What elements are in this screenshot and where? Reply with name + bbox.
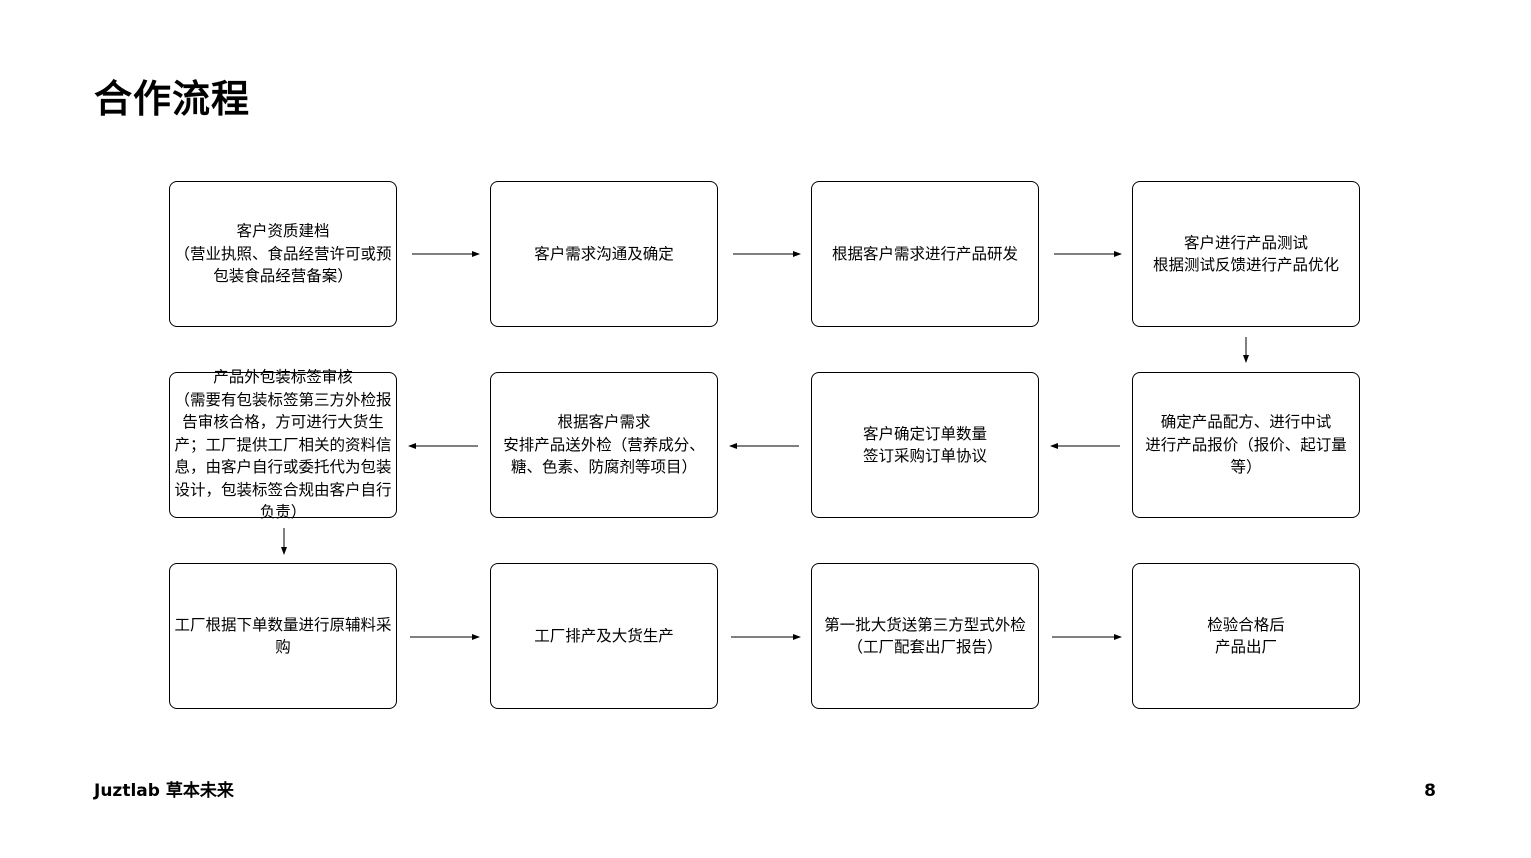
step-6-text: 客户确定订单数量 签订采购订单协议 [862,424,987,466]
step-10-text: 工厂排产及大货生产 [534,626,674,645]
step-7-text: 根据客户需求 安排产品送外检（营养成分、糖、色素、防腐剂等项目） [503,413,705,477]
step-5-text: 确定产品配方、进行中试 进行产品报价（报价、起订量等） [1145,413,1347,477]
step-4-product-testing: 客户进行产品测试 根据测试反馈进行产品优化 [1132,181,1360,327]
step-5-formula-quotation: 确定产品配方、进行中试 进行产品报价（报价、起订量等） [1132,372,1360,518]
step-8-text: 产品外包装标签审核 （需要有包装标签第三方外检报告审核合格，方可进行大货生产；工… [174,368,392,522]
page-number: 8 [1424,781,1436,801]
step-2-text: 客户需求沟通及确定 [534,244,674,263]
page-title: 合作流程 [94,77,251,121]
step-3-product-development: 根据客户需求进行产品研发 [811,181,1039,327]
step-11-text: 第一批大货送第三方型式外检 （工厂配套出厂报告） [824,615,1026,657]
step-2-requirement-communication: 客户需求沟通及确定 [490,181,718,327]
step-10-mass-production: 工厂排产及大货生产 [490,563,718,709]
footer-brand-logo: Juztlab 草本未来 [94,781,234,801]
step-11-third-party-inspection: 第一批大货送第三方型式外检 （工厂配套出厂报告） [811,563,1039,709]
step-12-product-release: 检验合格后 产品出厂 [1132,563,1360,709]
step-9-text: 工厂根据下单数量进行原辅料采购 [174,615,392,657]
step-1-text: 客户资质建档 （营业执照、食品经营许可或预包装食品经营备案） [174,222,392,286]
step-4-text: 客户进行产品测试 根据测试反馈进行产品优化 [1152,233,1339,275]
step-12-text: 检验合格后 产品出厂 [1207,615,1285,657]
step-9-material-purchase: 工厂根据下单数量进行原辅料采购 [169,563,397,709]
step-8-label-review: 产品外包装标签审核 （需要有包装标签第三方外检报告审核合格，方可进行大货生产；工… [169,368,397,521]
step-1-client-qualification: 客户资质建档 （营业执照、食品经营许可或预包装食品经营备案） [169,181,397,327]
step-3-text: 根据客户需求进行产品研发 [831,244,1018,263]
step-7-external-inspection: 根据客户需求 安排产品送外检（营养成分、糖、色素、防腐剂等项目） [490,372,718,518]
step-6-order-confirmation: 客户确定订单数量 签订采购订单协议 [811,372,1039,518]
